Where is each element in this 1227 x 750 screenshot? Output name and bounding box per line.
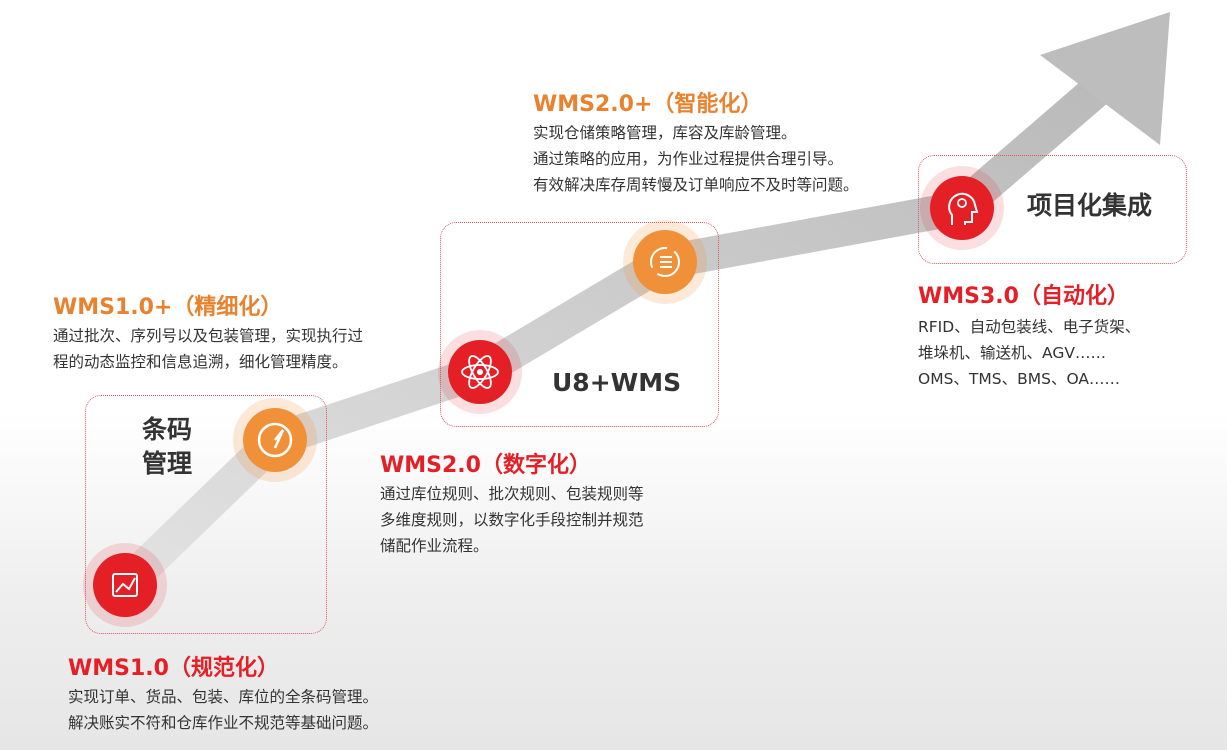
stage-title-wms2: WMS2.0（数字化） <box>380 453 591 478</box>
stage-title-wms1-plus: WMS1.0+（精细化） <box>53 295 283 320</box>
desc-line: OMS、TMS、BMS、OA…… <box>918 370 1120 388</box>
stage-desc-wms1-plus: 通过批次、序列号以及包装管理，实现执行过 程的动态监控和信息追溯，细化管理精度。 <box>53 323 363 375</box>
label-line: 管理 <box>142 449 193 478</box>
desc-line: 通过批次、序列号以及包装管理，实现执行过 <box>53 327 364 345</box>
stage-desc-wms2-plus: 实现仓储策略管理，库容及库龄管理。 通过策略的应用，为作业过程提供合理引导。 有… <box>533 120 859 198</box>
desc-line: 实现订单、货品、包装、库位的全条码管理。 <box>68 688 379 706</box>
desc-line: 通过库位规则、批次规则、包装规则等 <box>380 485 644 503</box>
stage-title-wms1: WMS1.0（规范化） <box>68 656 279 681</box>
cycle-list-icon <box>623 220 707 304</box>
desc-line: 堆垛机、输送机、AGV…… <box>918 344 1106 362</box>
desc-line: 解决账实不符和仓库作业不规范等基础问题。 <box>68 714 379 732</box>
desc-line: RFID、自动包装线、电子货架、 <box>918 318 1141 336</box>
stage-title-wms2-plus: WMS2.0+（智能化） <box>533 92 763 117</box>
stage-desc-wms1: 实现订单、货品、包装、库位的全条码管理。 解决账实不符和仓库作业不规范等基础问题… <box>68 684 378 736</box>
chart-icon <box>83 543 167 627</box>
clock-icon <box>233 398 317 482</box>
label-line: 条码 <box>142 415 193 444</box>
desc-line: 储配作业流程。 <box>380 537 489 555</box>
ai-head-icon <box>920 166 1004 250</box>
project-group-label: 项目化集成 <box>1027 191 1153 220</box>
desc-line: 实现仓储策略管理，库容及库龄管理。 <box>533 124 797 142</box>
desc-line: 程的动态监控和信息追溯，细化管理精度。 <box>53 353 348 371</box>
barcode-group-label: 条码 管理 <box>142 413 192 481</box>
project-group-box <box>918 155 1187 264</box>
desc-line: 通过策略的应用，为作业过程提供合理引导。 <box>533 150 844 168</box>
u8-group-box <box>440 222 719 427</box>
desc-line: 多维度规则，以数字化手段控制并规范 <box>380 511 644 529</box>
u8-group-label: U8+WMS <box>552 368 682 397</box>
barcode-group-box <box>85 395 327 634</box>
stage-title-wms3: WMS3.0（自动化） <box>918 284 1129 309</box>
atom-icon <box>438 330 522 414</box>
desc-line: 有效解决库存周转慢及订单响应不及时等问题。 <box>533 176 859 194</box>
stage-desc-wms3: RFID、自动包装线、电子货架、 堆垛机、输送机、AGV…… OMS、TMS、B… <box>918 314 1140 392</box>
stage-desc-wms2: 通过库位规则、批次规则、包装规则等 多维度规则，以数字化手段控制并规范 储配作业… <box>380 481 644 559</box>
